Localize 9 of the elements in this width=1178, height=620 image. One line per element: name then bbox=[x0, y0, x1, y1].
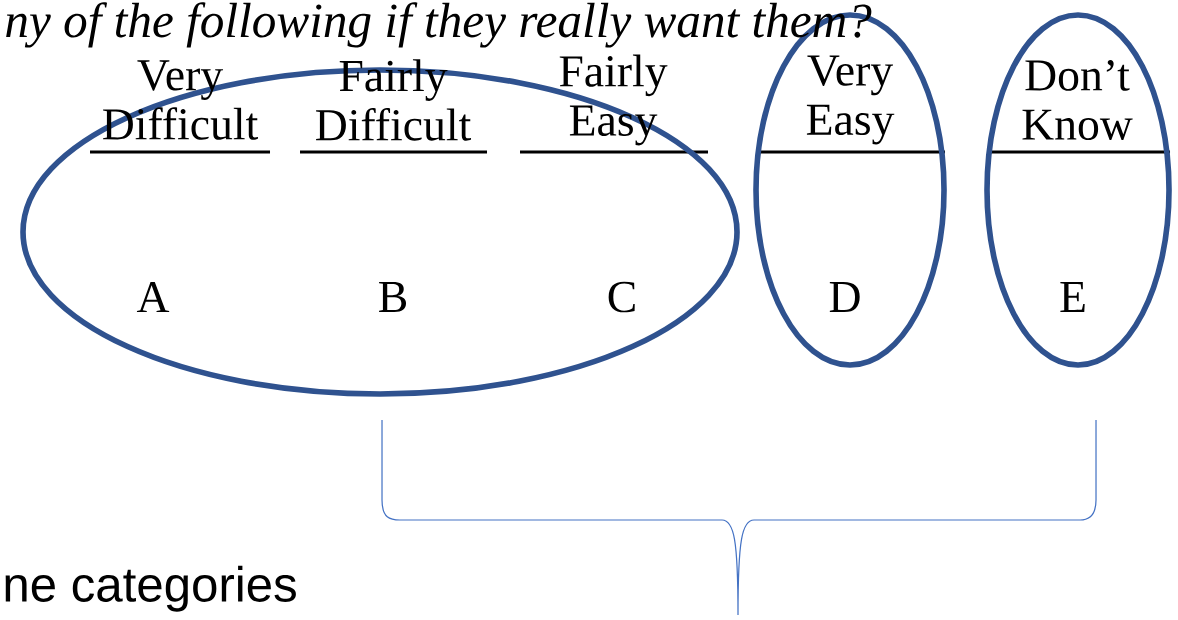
body-text: ne categories bbox=[5, 565, 296, 612]
choice-letter: C bbox=[608, 281, 635, 313]
column-heading: Don’t Know bbox=[1022, 59, 1133, 140]
choice-letter: E bbox=[1060, 282, 1085, 312]
choice-letter: B bbox=[379, 281, 406, 313]
choice-letter: D bbox=[829, 282, 860, 312]
choice-letter: A bbox=[136, 281, 170, 313]
column-heading: Fairly Easy bbox=[559, 54, 668, 146]
column-heading: Very Easy bbox=[806, 55, 895, 145]
